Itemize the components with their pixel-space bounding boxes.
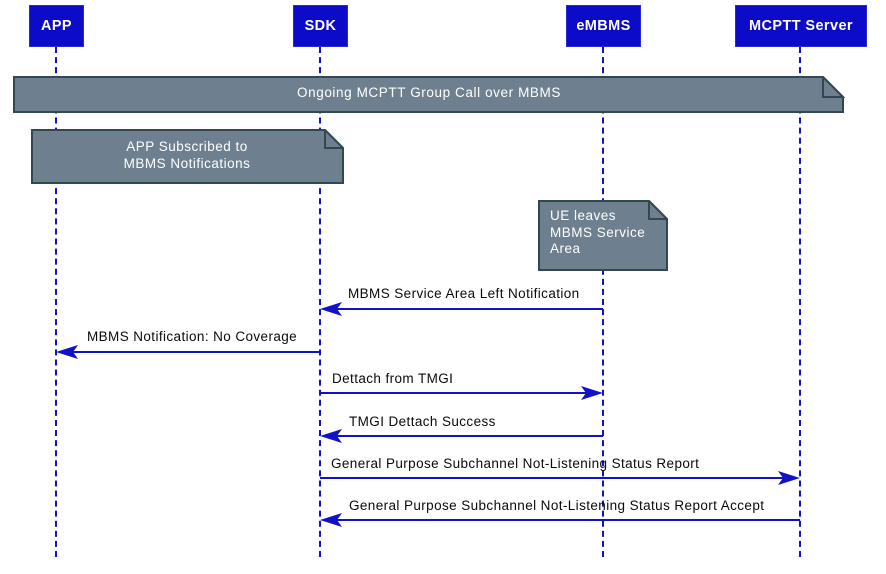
note-ue-leaves-line-2: MBMS Service — [550, 224, 646, 240]
message-status-report-arrow — [320, 471, 800, 485]
participant-mcptt-server: MCPTT Server — [735, 5, 867, 47]
participant-mcptt-server-label: MCPTT Server — [749, 18, 853, 34]
lifeline-embms — [602, 47, 604, 557]
message-status-report-accept-label: General Purpose Subchannel Not-Listening… — [349, 498, 765, 513]
note-ue-leaves-text: UE leaves MBMS Service Area — [550, 208, 645, 258]
note-app-subscribed-line-1: APP Subscribed to — [126, 139, 248, 154]
lifeline-app — [55, 47, 57, 557]
note-ue-leaves-line-1: UE leaves — [550, 208, 617, 223]
lifeline-sdk — [319, 47, 321, 557]
participant-app-label: APP — [40, 18, 72, 34]
message-dettach-tmgi-label: Dettach from TMGI — [332, 371, 454, 386]
message-mbms-service-area-left-label: MBMS Service Area Left Notification — [348, 286, 580, 301]
note-app-subscribed-line-2: MBMS Notifications — [123, 156, 251, 171]
message-no-coverage-label: MBMS Notification: No Coverage — [87, 329, 298, 344]
message-tmgi-dettach-success-label: TMGI Dettach Success — [349, 414, 496, 429]
participant-app: APP — [29, 5, 84, 47]
banner-note-text: Ongoing MCPTT Group Call over MBMS — [297, 85, 561, 100]
message-mbms-service-area-left-arrow — [320, 302, 603, 316]
message-status-report-label: General Purpose Subchannel Not-Listening… — [331, 456, 700, 471]
note-app-subscribed-shape — [31, 129, 344, 184]
message-status-report-accept-arrow — [320, 513, 800, 527]
participant-embms: eMBMS — [566, 5, 641, 47]
message-dettach-tmgi-arrow — [320, 386, 603, 400]
banner-note-shape — [13, 76, 845, 113]
lifeline-mcptt-server — [799, 47, 801, 557]
message-tmgi-dettach-success-arrow — [320, 429, 603, 443]
note-ue-leaves-shape — [538, 200, 668, 271]
participant-sdk: SDK — [293, 5, 348, 47]
participant-sdk-label: SDK — [304, 18, 337, 34]
note-app-subscribed-text: APP Subscribed to MBMS Notifications — [31, 138, 343, 172]
participant-embms-label: eMBMS — [576, 18, 631, 34]
note-ue-leaves-line-3: Area — [550, 241, 581, 256]
message-no-coverage-arrow — [56, 345, 320, 359]
